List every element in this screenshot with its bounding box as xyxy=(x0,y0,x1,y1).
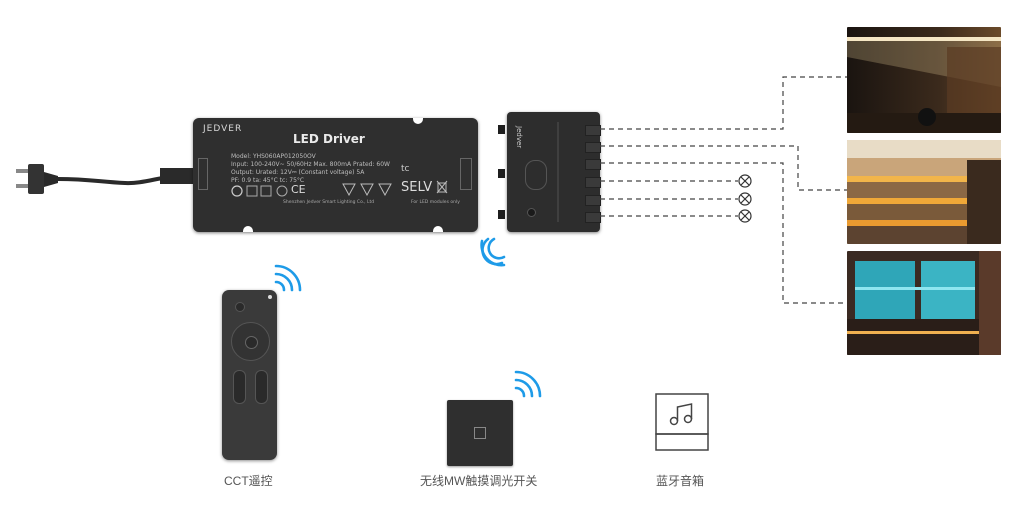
photo-cabinet-dark xyxy=(847,27,1001,133)
cert-triangle-icons xyxy=(342,183,392,196)
wifi-signal-icon xyxy=(274,264,302,292)
driver-selv-mark: SELV xyxy=(401,180,433,195)
driver-spec-model: Model: YHS060AP012050OV xyxy=(231,153,316,160)
wifi-signal-icon xyxy=(514,370,542,398)
output-terminal-2 xyxy=(585,142,601,153)
driver-spec-input: Input: 100-240V~ 50/60Hz Max. 800mA Prat… xyxy=(231,161,390,168)
power-plug-icon xyxy=(16,164,194,194)
weee-bin-icon xyxy=(436,180,448,194)
driver-brand: JEDVER xyxy=(203,124,243,134)
driver-manufacturer: Shenzhen Jedver Smart Lighting Co., Ltd xyxy=(283,200,375,205)
controller-divider xyxy=(557,122,559,222)
remote-power-button[interactable] xyxy=(235,302,245,312)
driver-spec-pf: PF: 0.9 ta: 45°C tc: 75°C xyxy=(231,177,305,184)
led-driver: JEDVER LED Driver Model: YHS060AP012050O… xyxy=(193,118,478,232)
caption-remote: CCT遥控 xyxy=(224,474,273,488)
output-terminal-5 xyxy=(585,195,601,206)
driver-cert-marks: CE xyxy=(291,183,306,196)
controller-box: Jedver xyxy=(507,112,600,232)
controller-knob xyxy=(525,160,547,190)
music-note-icon xyxy=(655,393,709,451)
output-terminal xyxy=(460,158,472,190)
controller-pin xyxy=(498,210,505,219)
wifi-signal-icon xyxy=(480,237,506,267)
lamp-x-icon xyxy=(738,174,752,223)
photo-shelves-warm xyxy=(847,140,1001,244)
remote-slider-left[interactable] xyxy=(233,370,246,404)
remote-center-button[interactable] xyxy=(245,336,258,349)
output-terminal-3 xyxy=(585,159,601,170)
remote-dpad[interactable] xyxy=(231,322,270,361)
output-terminal-4 xyxy=(585,177,601,188)
driver-title: LED Driver xyxy=(293,132,365,146)
caption-speaker: 蓝牙音箱 xyxy=(656,474,705,488)
output-terminal-1 xyxy=(585,125,601,136)
driver-tc-mark: tc xyxy=(401,164,410,174)
controller-button xyxy=(527,208,536,217)
remote-indicator xyxy=(268,295,272,299)
caption-switch: 无线MW触摸调光开关 xyxy=(420,474,538,488)
touch-switch xyxy=(447,400,513,466)
cert-icons xyxy=(231,185,288,197)
driver-spec-output: Output: Urated: 12V⎓ (Constant voltage) … xyxy=(231,169,365,176)
photo-display-blue xyxy=(847,251,1001,355)
controller-pin xyxy=(498,125,505,134)
remote-slider-right[interactable] xyxy=(255,370,268,404)
output-terminal-6 xyxy=(585,212,601,223)
input-terminal xyxy=(198,158,208,190)
cct-remote xyxy=(222,290,277,460)
controller-pin xyxy=(498,169,505,178)
switch-touch-icon[interactable] xyxy=(474,427,486,439)
driver-led-note: For LED modules only xyxy=(411,200,460,205)
